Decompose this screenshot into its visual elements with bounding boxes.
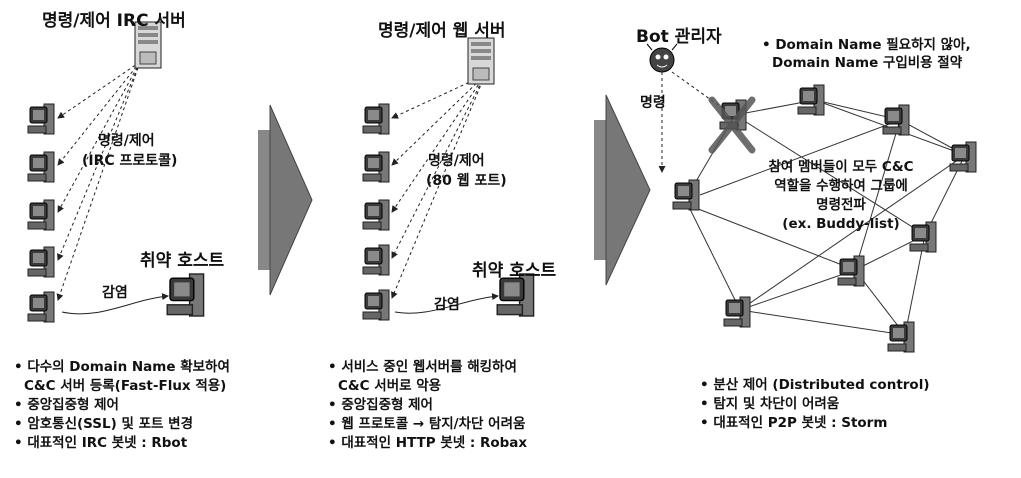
computer-icon bbox=[27, 151, 55, 183]
computer-icon bbox=[27, 199, 55, 231]
bullet-item: • 다수의 Domain Name 확보하여 bbox=[14, 359, 230, 375]
bullet-item: • 대표적인 HTTP 봇넷 : Robax bbox=[328, 435, 528, 451]
panel1-infect-arrow bbox=[61, 293, 169, 315]
web-server-icon bbox=[467, 37, 495, 85]
bot-admin-label: Bot 관리자 bbox=[636, 27, 722, 47]
panel1-client-pcs bbox=[27, 103, 55, 323]
panel2-edge-port: (80 웹 포트) bbox=[426, 173, 507, 189]
computer-icon bbox=[797, 84, 825, 116]
irc-server-title: 명령/제어 IRC 서버 bbox=[42, 11, 186, 31]
computer-icon bbox=[362, 199, 390, 231]
bullet-item: • 탐지 및 차단이 어려움 bbox=[700, 396, 840, 412]
computer-icon bbox=[362, 289, 390, 321]
panel1-links bbox=[56, 61, 141, 301]
panel2-bullets: • 서비스 중인 웹서버를 해킹하여 C&C 서버로 악용 • 중앙집중형 제어… bbox=[328, 358, 527, 453]
bullet-item: • 암호통신(SSL) 및 포트 변경 bbox=[14, 416, 193, 432]
domain-note: • Domain Name 필요하지 않아, Domain Name 구입비용 … bbox=[762, 36, 971, 72]
bot-admin-icon bbox=[646, 43, 678, 73]
bullet-item: • 대표적인 P2P 봇넷 : Storm bbox=[700, 415, 888, 431]
panel2-vulnerable-host: 취약 호스트 bbox=[472, 261, 557, 281]
center-note-line: 참여 멤버들이 모두 C&C bbox=[768, 159, 914, 175]
bot-admin-command-links bbox=[658, 71, 729, 173]
computer-icon bbox=[27, 246, 55, 278]
panel2-infect-arrow bbox=[394, 293, 499, 314]
center-note-line: (ex. Buddy-list) bbox=[782, 216, 900, 232]
computer-icon bbox=[882, 104, 910, 136]
bullet-item: • 서비스 중인 웹서버를 해킹하여 bbox=[328, 359, 517, 375]
panel2-client-pcs bbox=[362, 103, 390, 321]
bullet-item: • 중앙집중형 제어 bbox=[14, 397, 119, 413]
bullet-item: C&C 서버로 악용 bbox=[338, 378, 442, 394]
bullet-item: • 웹 프로토콜 → 탐지/차단 어려움 bbox=[328, 416, 526, 432]
computer-icon bbox=[949, 141, 977, 173]
computer-icon bbox=[362, 103, 390, 135]
command-label: 명령 bbox=[640, 95, 666, 111]
panel2-edge-label: 명령/제어 bbox=[428, 153, 485, 169]
p2p-center-note: 참여 멤버들이 모두 C&C 역할을 수행하여 그룹에 명령전파 (ex. Bu… bbox=[736, 158, 946, 234]
computer-icon bbox=[27, 291, 55, 323]
computer-icon bbox=[362, 151, 390, 183]
bullet-item: • 대표적인 IRC 봇넷 : Rbot bbox=[14, 435, 188, 451]
transition-arrow-2 bbox=[594, 94, 651, 286]
computer-icon bbox=[887, 321, 915, 353]
computer-icon bbox=[362, 244, 390, 276]
transition-arrow-1 bbox=[258, 104, 313, 296]
panel1-bullets: • 다수의 Domain Name 확보하여 C&C 서버 등록(Fast-Fl… bbox=[14, 358, 230, 453]
panel1-vulnerable-host: 취약 호스트 bbox=[140, 251, 225, 271]
web-server-title: 명령/제어 웹 서버 bbox=[378, 21, 506, 41]
domain-note-line: • Domain Name 필요하지 않아, bbox=[762, 37, 971, 53]
computer-icon bbox=[837, 255, 865, 287]
domain-note-line: Domain Name 구입비용 절약 bbox=[772, 55, 963, 71]
panel3-bullets: • 분산 제어 (Distributed control) • 탐지 및 차단이… bbox=[700, 376, 930, 433]
bullet-item: C&C 서버 등록(Fast-Flux 적용) bbox=[24, 378, 227, 394]
panel2-infect-label: 감염 bbox=[434, 297, 460, 313]
panel1-edge-protocol: (IRC 프로토콜) bbox=[82, 153, 178, 169]
vulnerable-host-icon bbox=[166, 273, 205, 317]
removed-server-cross-icon bbox=[708, 96, 756, 154]
bullet-item: • 분산 제어 (Distributed control) bbox=[700, 377, 930, 393]
bullet-item: • 중앙집중형 제어 bbox=[328, 397, 433, 413]
panel1-infect-label: 감염 bbox=[102, 285, 128, 301]
panel2-links bbox=[391, 74, 486, 299]
computer-icon bbox=[27, 103, 55, 135]
computer-icon bbox=[723, 296, 751, 328]
computer-icon bbox=[672, 179, 700, 211]
panel1-edge-label: 명령/제어 bbox=[98, 133, 155, 149]
center-note-line: 명령전파 bbox=[816, 197, 866, 213]
center-note-line: 역할을 수행하여 그룹에 bbox=[774, 178, 908, 194]
